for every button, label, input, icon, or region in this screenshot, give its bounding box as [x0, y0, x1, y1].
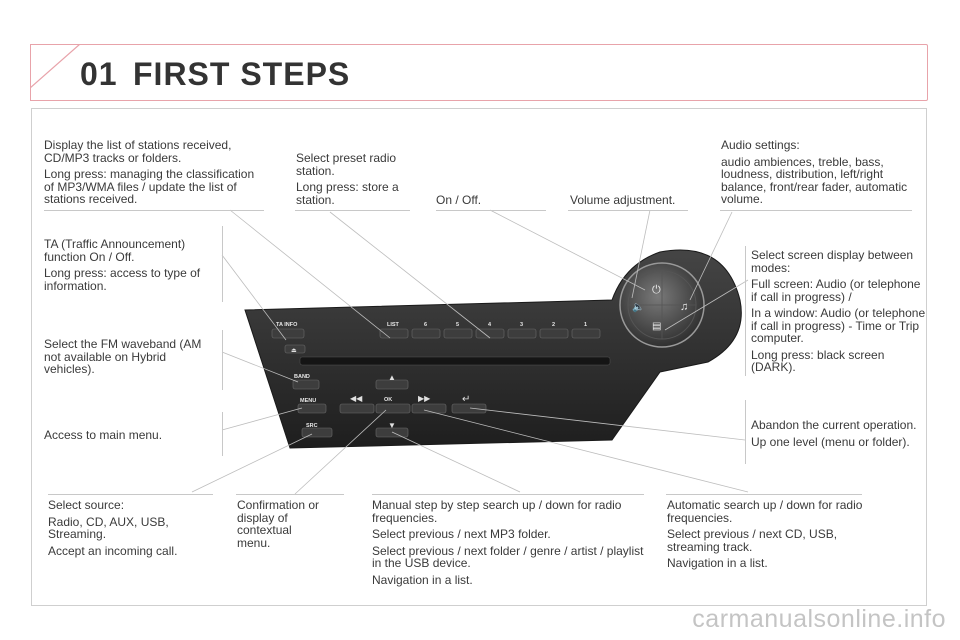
volume-underline	[568, 210, 688, 211]
list-label: LIST	[387, 322, 400, 328]
callout-src: Select source: Radio, CD, AUX, USB, Stre…	[48, 499, 208, 561]
callout-band-line-1: Select the FM waveband (AM not available…	[44, 337, 202, 376]
menu-label: MENU	[300, 398, 316, 404]
callout-ta-line-1: TA (Traffic Announcement) function On / …	[44, 237, 186, 264]
callout-abandon-line-1: Abandon the current operation.	[751, 418, 917, 432]
watermark: carmanualsonline.info	[692, 605, 946, 633]
callout-src-line-3: Accept an incoming call.	[48, 543, 178, 558]
chapter-header	[30, 44, 928, 101]
eject-icon: ⏏	[291, 348, 297, 354]
header-notch-shape	[30, 44, 90, 101]
callout-screen: Select screen display between modes: Ful…	[751, 249, 929, 378]
ok-label: OK	[384, 397, 392, 403]
ta-separator	[222, 226, 223, 302]
callout-manual: Manual step by step search up / down for…	[372, 499, 644, 590]
callout-preset: Select preset radio station. Long press:…	[296, 152, 411, 210]
callout-volume-line-1: Volume adjustment.	[570, 193, 676, 207]
callout-src-line-1: Select source:	[48, 498, 125, 512]
ta-info-label: TA INFO	[276, 322, 298, 328]
onoff-underline	[436, 210, 546, 211]
audio-underline	[720, 210, 912, 211]
ok-topline	[236, 494, 344, 495]
callout-screen-line-2: Full screen: Audio (or telephone if call…	[751, 277, 921, 304]
screen-mode-icon: ▤	[652, 321, 661, 332]
callout-auto-line-3: Navigation in a list.	[667, 556, 768, 570]
preset-5-label: 5	[456, 322, 459, 328]
callout-ok-line-1: Confirmation or display of contextual me…	[237, 498, 320, 550]
callout-band: Select the FM waveband (AM not available…	[44, 338, 214, 380]
callout-ta: TA (Traffic Announcement) function On / …	[44, 238, 219, 296]
callout-preset-line-1: Select preset radio station.	[296, 151, 397, 178]
back-icon: ↵	[462, 394, 470, 405]
manual-topline	[372, 494, 644, 495]
chapter-title: FIRST STEPS	[133, 56, 351, 92]
callout-screen-line-1: Select screen display between modes:	[751, 248, 914, 275]
callout-onoff-line-1: On / Off.	[436, 193, 482, 207]
power-icon: ⏻	[652, 284, 661, 296]
callout-audio-line-2: audio ambiences, treble, bass, loudness,…	[721, 154, 908, 206]
seek-forward-icon: ▶▶	[418, 394, 431, 403]
preset-2-label: 2	[552, 322, 555, 328]
display-slot	[299, 356, 611, 366]
screen-separator	[745, 246, 746, 376]
callout-src-line-2: Radio, CD, AUX, USB, Streaming.	[48, 514, 169, 541]
preset-4-label: 4	[488, 322, 492, 328]
band-separator	[222, 330, 223, 390]
top-button-row	[271, 328, 601, 354]
src-topline	[48, 494, 213, 495]
callout-auto: Automatic search up / down for radio fre…	[667, 499, 863, 574]
callout-manual-line-3: Select previous / next folder / genre / …	[372, 543, 644, 570]
callout-list-line-1: Display the list of stations received, C…	[44, 138, 232, 165]
callout-abandon: Abandon the current operation. Up one le…	[751, 419, 929, 452]
callout-preset-line-2: Long press: store a station.	[296, 180, 399, 207]
callout-audio-line-1: Audio settings:	[721, 138, 800, 152]
seek-back-icon: ◀◀	[350, 394, 363, 403]
callout-manual-line-2: Select previous / next MP3 folder.	[372, 527, 551, 541]
preset-3-label: 3	[520, 322, 523, 328]
callout-list: Display the list of stations received, C…	[44, 139, 256, 210]
up-arrow-icon: ▲	[388, 373, 396, 382]
callout-ok: Confirmation or display of contextual me…	[237, 499, 327, 553]
callout-onoff: On / Off.	[436, 194, 546, 211]
callout-list-line-2: Long press: managing the classification …	[44, 167, 255, 206]
content-panel	[31, 108, 927, 606]
lower-button-group	[292, 379, 487, 438]
callout-volume: Volume adjustment.	[570, 194, 688, 211]
preset-6-label: 6	[424, 322, 427, 328]
music-note-icon: ♫	[680, 301, 688, 313]
callout-auto-line-1: Automatic search up / down for radio fre…	[667, 498, 863, 525]
list-underline	[44, 210, 264, 211]
callout-auto-line-2: Select previous / next CD, USB, streamin…	[667, 527, 838, 554]
callout-screen-line-3: In a window: Audio (or telephone if call…	[751, 306, 926, 345]
callout-manual-line-4: Navigation in a list.	[372, 572, 473, 587]
preset-underline	[295, 210, 410, 211]
auto-topline	[666, 494, 862, 495]
menu-separator	[222, 412, 223, 456]
leader-lines	[191, 209, 749, 495]
radio-body	[244, 249, 742, 449]
chapter-number: 01	[80, 56, 118, 92]
callout-menu: Access to main menu.	[44, 429, 219, 446]
preset-1-label: 1	[584, 322, 587, 328]
down-arrow-icon: ▼	[388, 421, 396, 430]
callout-screen-line-4: Long press: black screen (DARK).	[751, 347, 885, 374]
callout-ta-line-2: Long press: access to type of informatio…	[44, 266, 201, 293]
callout-abandon-line-2: Up one level (menu or folder).	[751, 434, 910, 449]
callout-audio: Audio settings: audio ambiences, treble,…	[721, 139, 926, 210]
speaker-icon: 🔈	[632, 302, 644, 313]
src-label: SRC	[306, 423, 318, 429]
abandon-separator	[745, 400, 746, 464]
callout-manual-line-1: Manual step by step search up / down for…	[372, 498, 622, 525]
callout-menu-line-1: Access to main menu.	[44, 428, 163, 442]
band-label: BAND	[294, 374, 310, 380]
